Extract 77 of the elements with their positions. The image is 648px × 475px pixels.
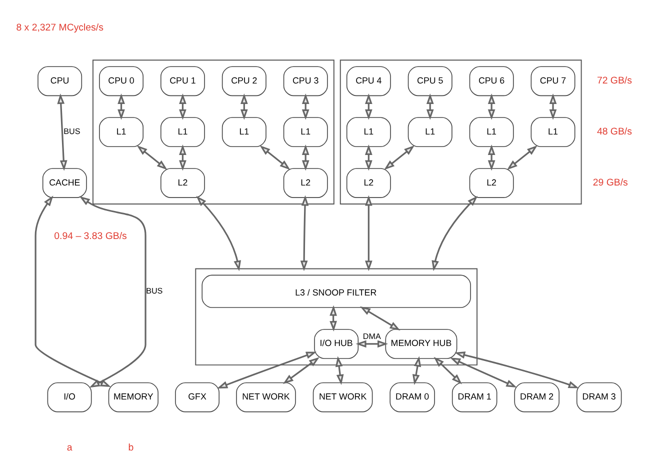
label: 72 GB/s [596, 75, 632, 86]
arrow [356, 340, 388, 348]
label: 0.94 – 3.83 GB/s [54, 230, 127, 242]
arrow [432, 195, 478, 271]
arrow [282, 356, 320, 384]
arrow [136, 144, 168, 170]
node-box: CPU 7 [530, 66, 576, 96]
label: b [128, 442, 134, 454]
node-box: L1 [346, 116, 391, 147]
node-box: NET WORK [236, 382, 296, 412]
node-box: CPU [38, 66, 82, 96]
node-box: L2 [346, 168, 391, 198]
node-box: MEMORY HUB [385, 328, 458, 358]
node-box: CPU 1 [160, 66, 205, 96]
label: 29 GB/s [592, 177, 628, 188]
arrow [364, 144, 372, 170]
arrow [302, 144, 310, 170]
node-box: MEMORY [108, 382, 158, 412]
arrow [434, 356, 462, 384]
node-box: CPU 3 [283, 66, 328, 96]
node-box: CACHE [42, 168, 87, 198]
node-box: L1 [283, 116, 328, 147]
node-box: L1 [99, 116, 144, 147]
arrow [79, 196, 146, 388]
node-box: L3 / SNOOP FILTER [202, 274, 471, 308]
label: a [66, 442, 72, 454]
node-box: NET WORK [312, 382, 373, 412]
arrow [34, 195, 111, 387]
arrow [300, 194, 309, 271]
node-box: L2 [283, 168, 328, 198]
arrow [364, 194, 372, 271]
arrow [330, 304, 337, 331]
arrow [179, 144, 186, 170]
arrow [179, 93, 186, 120]
arrow [196, 195, 242, 271]
arrow [384, 144, 415, 170]
arrow [454, 350, 579, 388]
node-box: L2 [469, 168, 514, 198]
edge-label: DMA [362, 332, 381, 341]
node-box: CPU 6 [469, 66, 514, 96]
arrow [217, 351, 317, 388]
node-box: DRAM 3 [576, 382, 622, 412]
node-box: L1 [222, 116, 266, 147]
arrow [118, 93, 125, 120]
arrow [57, 92, 68, 170]
node-box: CPU 0 [99, 66, 144, 96]
node-box: I/O [47, 382, 92, 412]
node-box: CPU 4 [346, 66, 391, 96]
node-box: DRAM 0 [390, 382, 435, 412]
node-box: L1 [530, 116, 576, 147]
node-box: DRAM 2 [514, 382, 560, 412]
arrow [488, 144, 496, 170]
edge-label: BUS [64, 126, 80, 136]
arrow [302, 93, 310, 120]
node-box: CPU 2 [222, 66, 266, 96]
node-box: DRAM 1 [452, 382, 498, 412]
label: 48 GB/s [596, 126, 632, 138]
arrow [412, 356, 422, 384]
node-box: L2 [160, 168, 205, 198]
arrow [506, 144, 538, 170]
edge-label: BUS [146, 286, 163, 295]
arrow [364, 93, 372, 120]
arrow [549, 93, 557, 120]
arrow [260, 144, 290, 170]
arrow [426, 93, 434, 120]
node-box: L1 [469, 116, 514, 147]
node-box: GFX [175, 382, 220, 412]
arrow [450, 357, 517, 387]
label: 8 x 2,327 MCycles/s [16, 22, 104, 33]
node-box: L1 [408, 116, 452, 147]
node-box: I/O HUB [314, 328, 359, 358]
arrow [360, 306, 400, 330]
node-box: L1 [160, 116, 205, 147]
arrow [335, 356, 344, 384]
arrow [488, 93, 496, 120]
node-box: CPU 5 [408, 66, 452, 96]
arrow [240, 93, 248, 120]
